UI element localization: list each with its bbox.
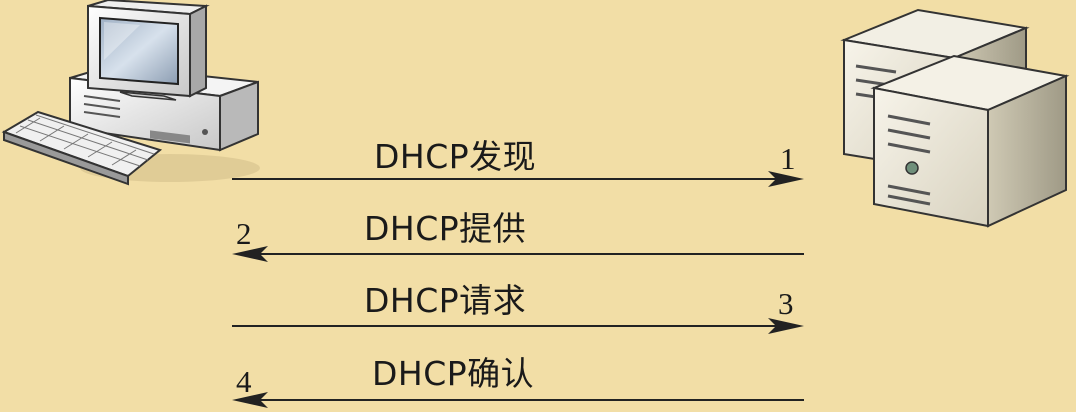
step-number-2: 2 <box>236 216 252 251</box>
arrow-discover <box>232 171 804 187</box>
step-number-3: 3 <box>778 286 794 321</box>
arrow-request <box>232 318 804 334</box>
step-number-1: 1 <box>780 141 796 176</box>
arrow-ack <box>232 392 804 408</box>
arrow-offer <box>232 246 804 262</box>
server-tower-icon <box>840 8 1070 228</box>
message-label-ack: DHCP确认 <box>372 354 535 393</box>
message-label-discover: DHCP发现 <box>374 137 537 176</box>
desktop-computer-icon <box>1 0 260 186</box>
step-number-4: 4 <box>236 364 252 399</box>
message-label-request: DHCP请求 <box>364 281 527 320</box>
message-label-offer: DHCP提供 <box>364 209 527 248</box>
